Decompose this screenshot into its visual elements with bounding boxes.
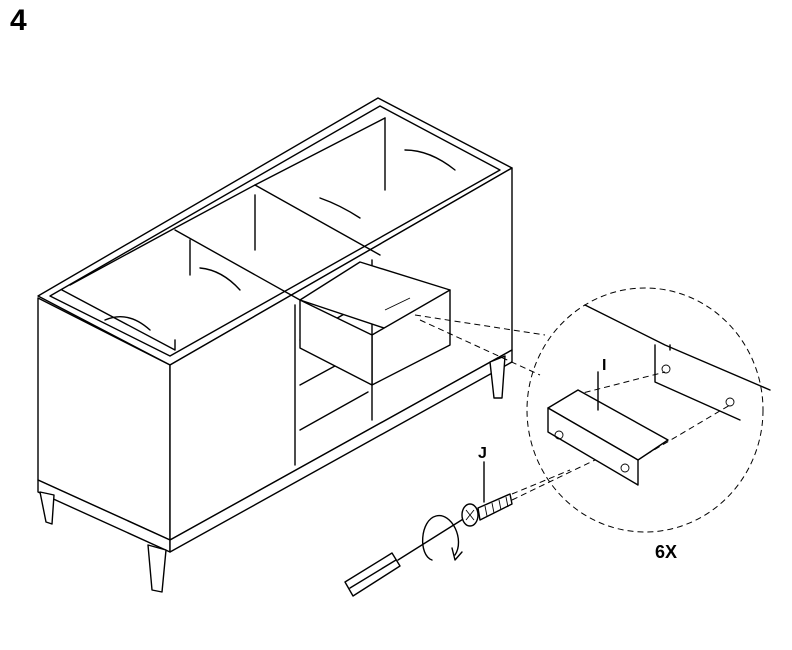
divider-top-2 [254, 184, 381, 256]
leg-front-left [147, 544, 167, 593]
drawer-side [299, 299, 373, 386]
back-rail [69, 117, 386, 286]
detail-circle [526, 287, 764, 533]
leader-line-1 [414, 314, 546, 336]
leader-line-2 [419, 319, 541, 376]
leader-line-4 [511, 459, 596, 501]
inner-edge-left [61, 289, 176, 351]
curved-brace-1 [104, 316, 151, 331]
cabinet [37, 97, 513, 593]
curved-brace-2 [199, 267, 241, 291]
drawer-slot [384, 297, 411, 311]
screw-icon [461, 493, 513, 527]
rail-hole-1 [661, 364, 671, 374]
rotation-arrow-icon [421, 515, 463, 561]
rail-hole-2 [725, 397, 735, 407]
leader-line-3 [511, 469, 571, 495]
screwdriver [344, 515, 469, 597]
screwdriver-shaft [397, 515, 469, 561]
leg-back-left [39, 491, 55, 525]
rail-face [654, 344, 741, 421]
curved-brace-4 [404, 149, 456, 171]
step-number: 4 [10, 4, 27, 37]
part-label-i: I [602, 357, 606, 374]
divider-top-1 [174, 229, 301, 301]
quantity-label: 6X [655, 542, 677, 562]
screwdriver-grip-line [349, 559, 397, 589]
leg-front-right [489, 355, 506, 399]
part-label-j: J [478, 445, 487, 462]
cabinet-top-inner [49, 105, 501, 357]
bracket-icon [547, 389, 669, 486]
curved-brace-3 [319, 197, 361, 219]
detail-callout [414, 287, 771, 533]
rail-top-edge [584, 304, 771, 391]
